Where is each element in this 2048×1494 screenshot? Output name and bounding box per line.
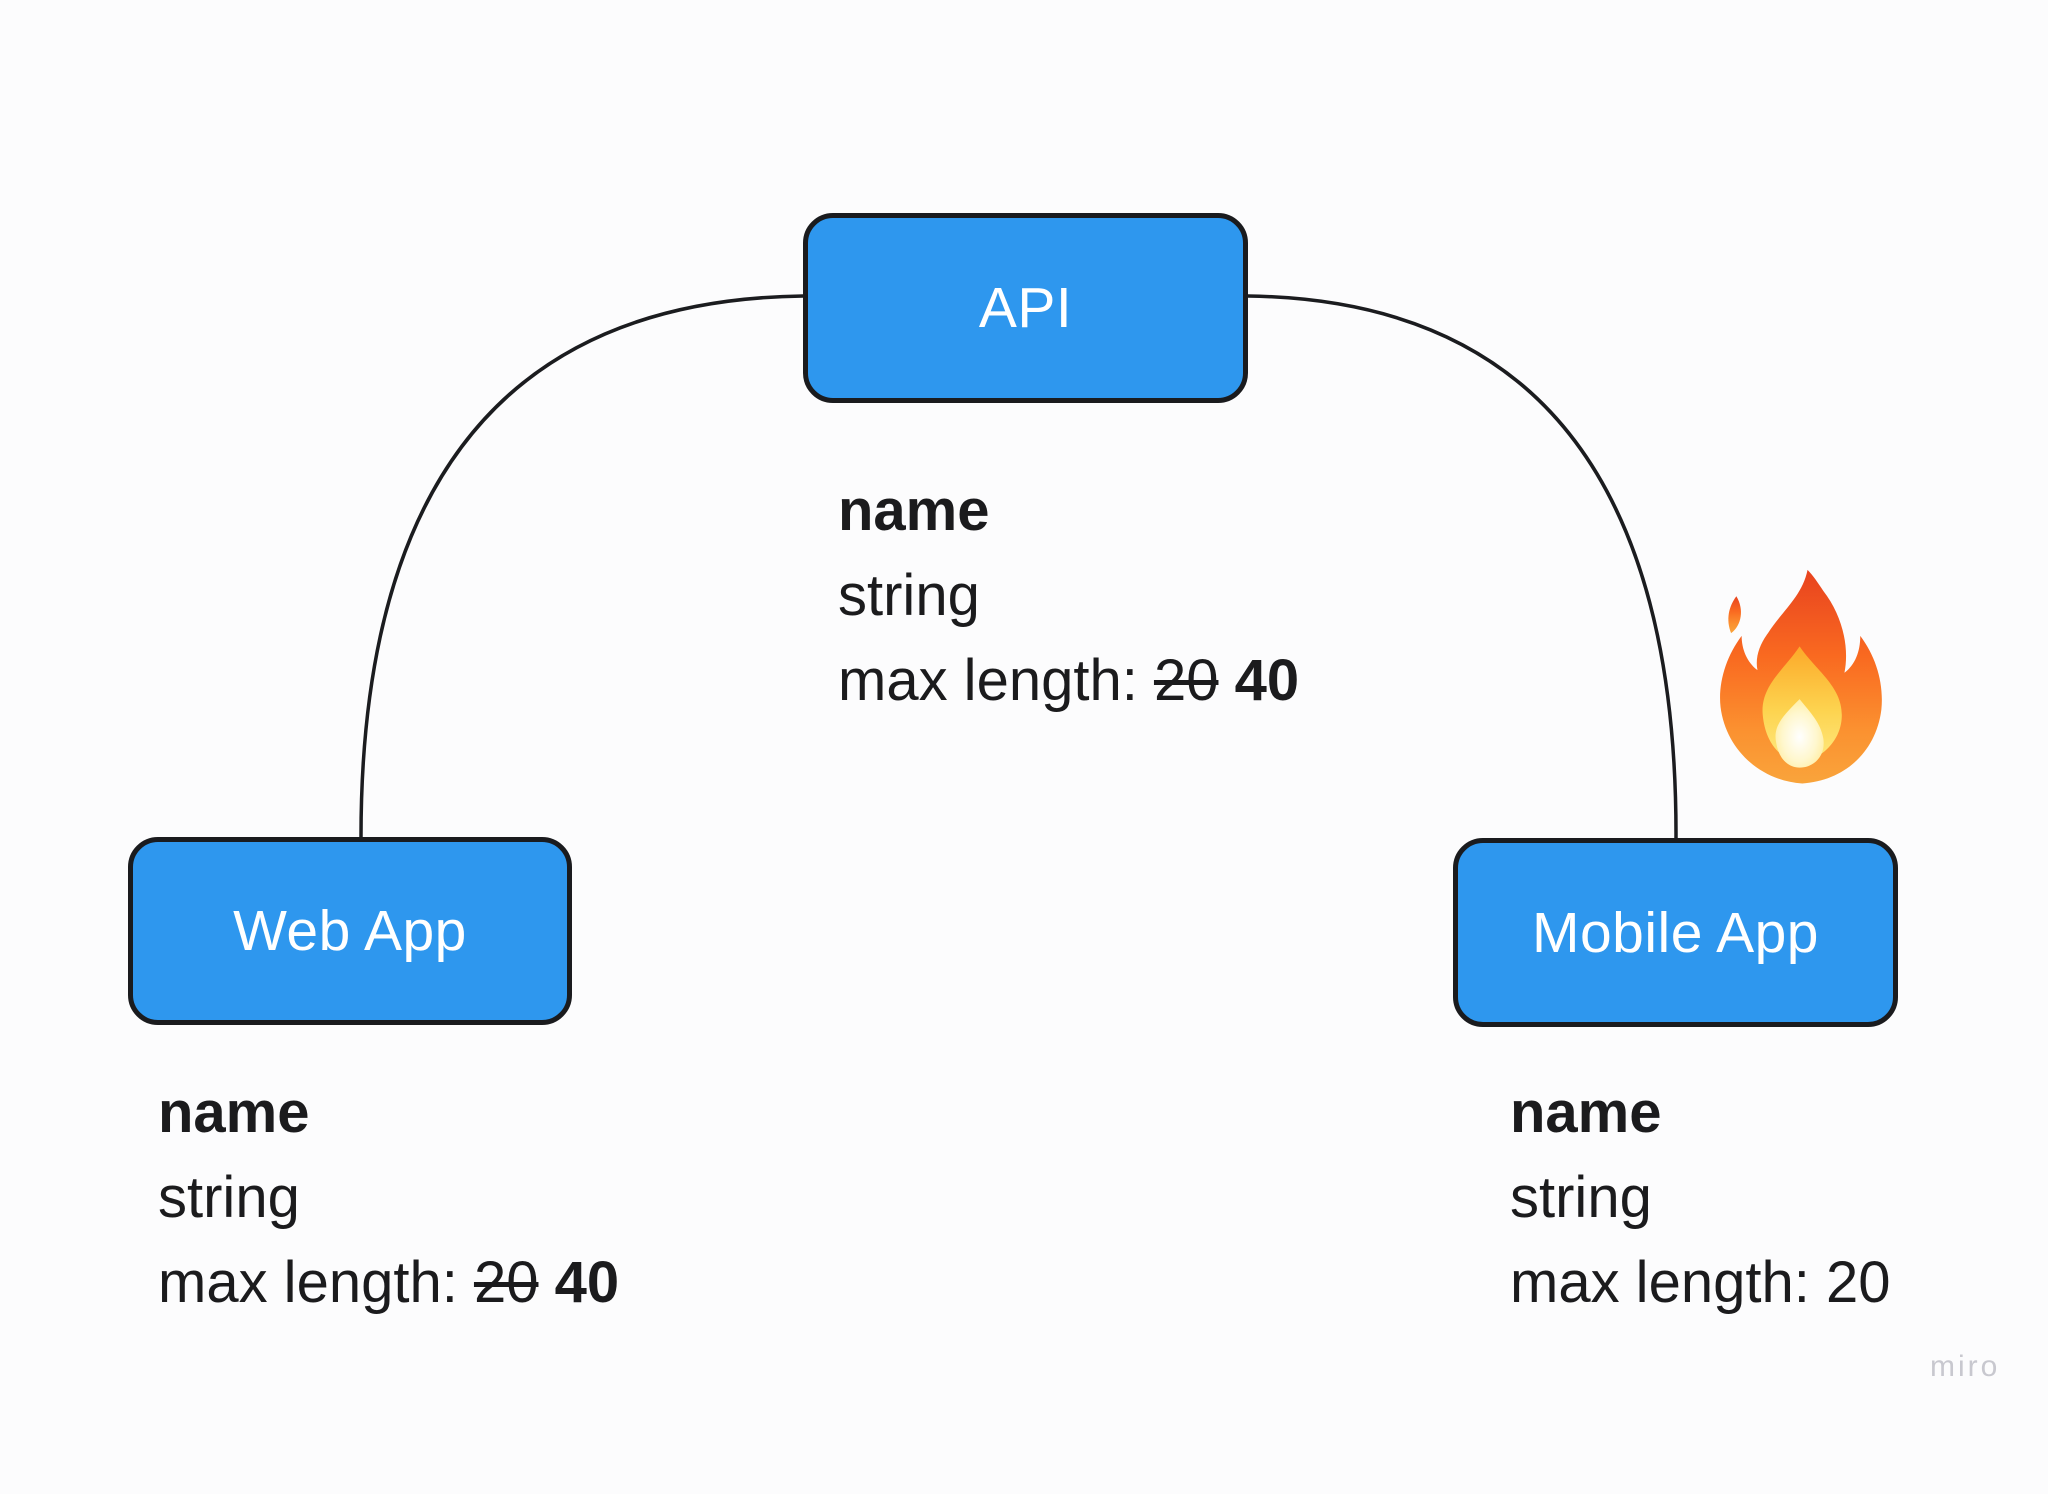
node-mobile-app[interactable]: Mobile App [1453, 838, 1898, 1027]
api-field-spec[interactable]: name string max length: 20 40 [838, 468, 1299, 723]
fire-core [1775, 699, 1824, 768]
connector-api-to-web-app[interactable] [359, 294, 805, 841]
spec-new-value: 40 [1234, 648, 1300, 713]
node-web-app[interactable]: Web App [128, 837, 572, 1025]
spec-field-name: name [158, 1080, 310, 1145]
spec-field-name: name [838, 478, 990, 543]
spec-max-length-line: max length: 20 40 [838, 638, 1299, 723]
spec-max-length-line: max length: 20 [1510, 1240, 1890, 1325]
mobile-app-field-spec[interactable]: name string max length: 20 [1510, 1070, 1890, 1325]
node-mobile-app-label: Mobile App [1531, 900, 1820, 965]
fire-emoji[interactable] [1702, 562, 1892, 794]
connector-api-to-mobile-app[interactable] [1246, 294, 1678, 841]
spec-max-length-line: max length: 20 40 [158, 1240, 619, 1325]
spec-old-value: 20 [473, 1250, 539, 1315]
node-api-label: API [978, 276, 1073, 340]
fire-spark [1728, 596, 1741, 634]
spec-max-length-label: max length: [158, 1250, 458, 1315]
miro-watermark: miro [1930, 1350, 2001, 1383]
spec-max-length-label: max length: [1510, 1250, 1810, 1315]
web-app-field-spec[interactable]: name string max length: 20 40 [158, 1070, 619, 1325]
spec-field-type: string [838, 563, 980, 628]
node-api[interactable]: API [803, 213, 1248, 403]
node-web-app-label: Web App [233, 899, 467, 963]
spec-max-length-label: max length: [838, 648, 1138, 713]
spec-field-name: name [1510, 1080, 1662, 1145]
spec-field-type: string [1510, 1165, 1652, 1230]
spec-field-type: string [158, 1165, 300, 1230]
spec-value: 20 [1825, 1250, 1891, 1315]
spec-new-value: 40 [554, 1250, 620, 1315]
spec-old-value: 20 [1153, 648, 1219, 713]
